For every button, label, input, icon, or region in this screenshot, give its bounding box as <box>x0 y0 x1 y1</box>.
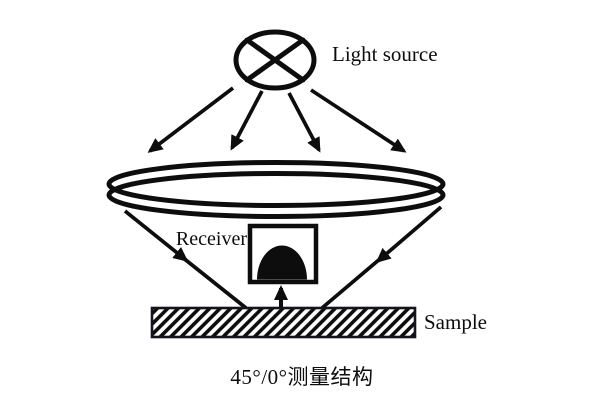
incident-ray-left-lower <box>180 255 248 310</box>
illumination-arrow <box>230 90 264 151</box>
ring-ellipse-lower <box>106 171 446 219</box>
receiver-symbol <box>247 223 319 285</box>
light-source-label: Light source <box>332 42 438 66</box>
illumination-arrow <box>287 92 321 153</box>
incident-ray-right <box>320 205 443 310</box>
ring-illuminator <box>106 160 446 219</box>
sample-label: Sample <box>424 310 487 334</box>
light-source-symbol <box>233 29 317 91</box>
ring-ellipse-upper <box>106 160 446 208</box>
diagram-caption: 45°/0°测量结构 <box>230 365 373 389</box>
receiver-dome <box>257 245 307 280</box>
illumination-arrow <box>147 86 235 153</box>
receiver-label: Receiver <box>176 228 247 250</box>
sample-surface <box>150 306 417 339</box>
incident-ray-left <box>123 209 248 310</box>
incident-ray-right-upper <box>375 205 443 263</box>
light-source-cross-line <box>244 37 306 83</box>
illumination-arrows <box>147 86 407 153</box>
illumination-arrow <box>309 88 407 153</box>
incident-ray-left-upper <box>123 209 189 262</box>
incident-ray-right-lower <box>320 256 383 310</box>
